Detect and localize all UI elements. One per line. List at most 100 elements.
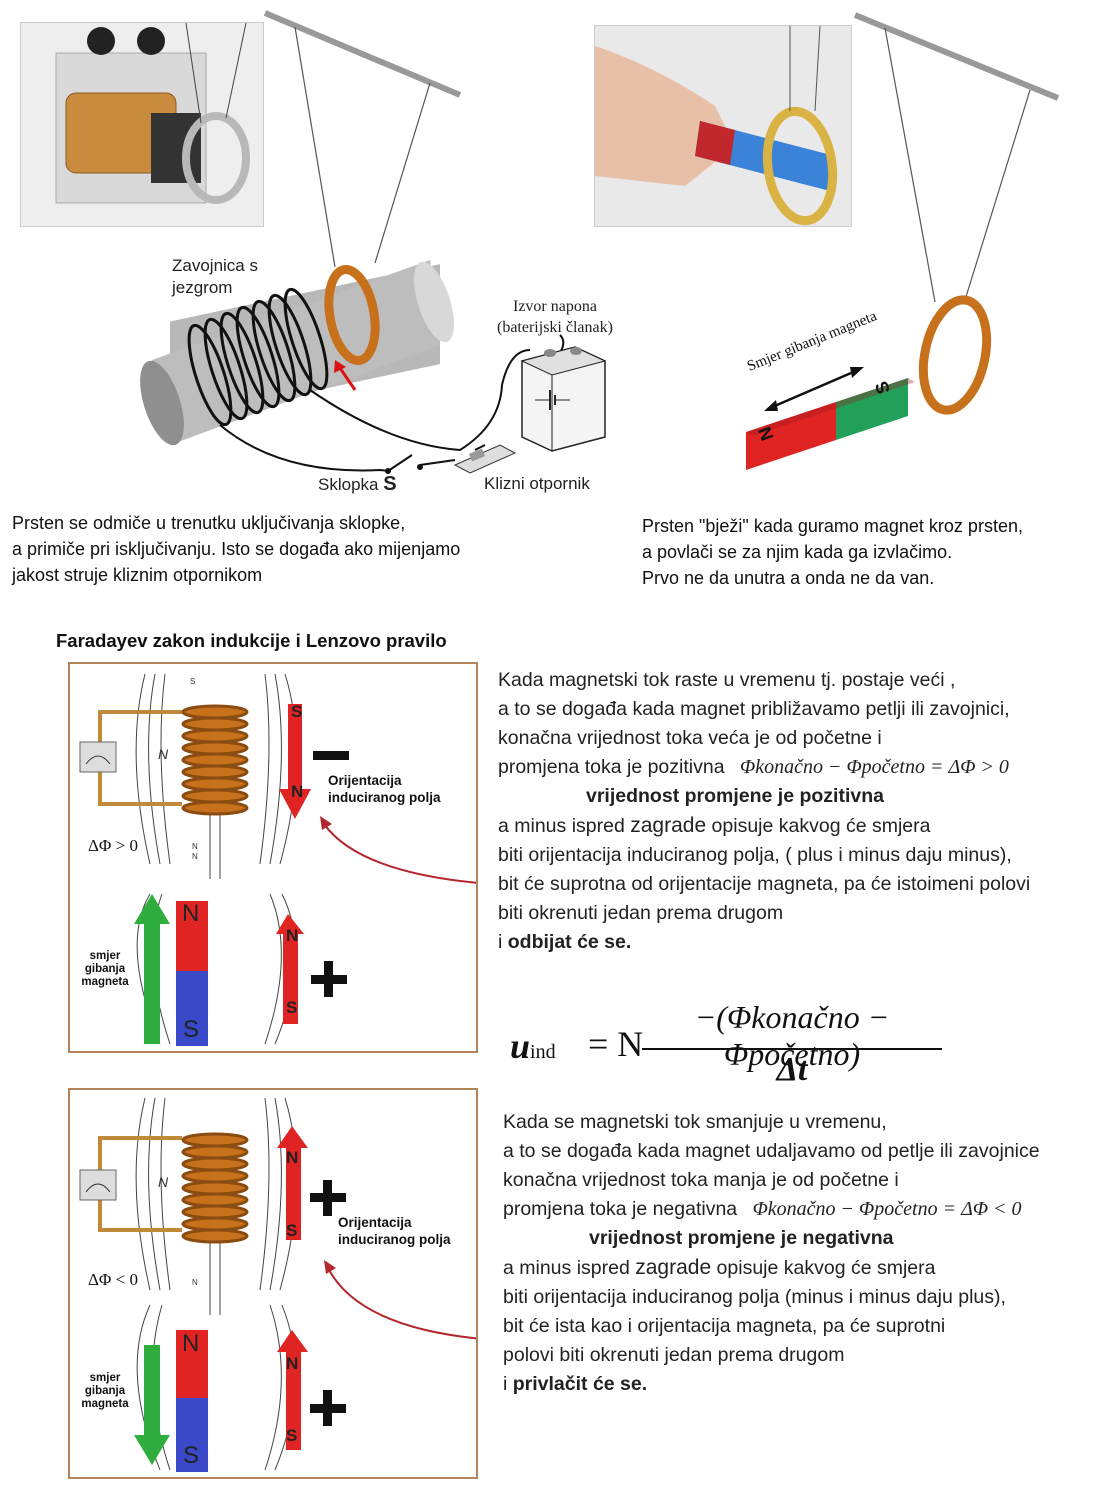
text2-line1: Kada se magnetski tok smanjuje u vremenu… bbox=[503, 1111, 887, 1133]
caption-right-line1: Prsten "bježi" kada guramo magnet kroz p… bbox=[642, 516, 1023, 536]
panel1-motion-line2: gibanja bbox=[84, 963, 126, 975]
text2-line3: konačna vrijednost toka manja je od poče… bbox=[503, 1169, 899, 1191]
panel2-motion-label: smjer gibanja magneta bbox=[78, 1372, 132, 1411]
text2-equation: Φkonačno − Φpočetno = ΔΦ < 0 bbox=[752, 1198, 1022, 1220]
text2-line9b: privlačit će se. bbox=[512, 1373, 648, 1395]
text1-line7: bit će suprotna od orijentacije magneta,… bbox=[498, 873, 1031, 895]
text1-line1: Kada magnetski tok raste u vremenu tj. p… bbox=[498, 669, 956, 691]
coil-windings bbox=[187, 287, 329, 427]
fraction-bar bbox=[642, 1048, 942, 1050]
panel2-motion-line3: magneta bbox=[81, 1398, 129, 1410]
panel1-motion-line3: magneta bbox=[81, 976, 129, 988]
svg-text:N: N bbox=[192, 1278, 198, 1287]
panel2-drawing: N N bbox=[79, 1097, 495, 1472]
plus-sign-icon bbox=[324, 961, 333, 997]
coil-label-line2: jezgrom bbox=[172, 278, 233, 297]
panel2-induced-s: S bbox=[286, 1221, 298, 1240]
pointer-curve bbox=[327, 1267, 495, 1341]
switch-label-text: Sklopka bbox=[318, 475, 379, 494]
copper-ring bbox=[324, 265, 380, 365]
text1-line2: a to se događa kada magnet približavamo … bbox=[498, 698, 1010, 720]
plus-sign-icon bbox=[323, 1180, 332, 1216]
panel2-orient-line2: induciranog polja bbox=[338, 1232, 451, 1247]
text2-line7: bit će ista kao i orijentacija magneta, … bbox=[503, 1315, 946, 1337]
svg-text:N: N bbox=[192, 852, 198, 861]
panel1-orient-n: N bbox=[286, 926, 299, 945]
text2-line5-row: a minus ispred zagrade opisuje kakvog će… bbox=[503, 1253, 1040, 1283]
panel1-magnet-n: N bbox=[182, 900, 200, 927]
panel2-magnet-s: S bbox=[183, 1442, 200, 1469]
svg-text:N: N bbox=[192, 842, 198, 851]
apparatus-photo bbox=[20, 22, 264, 227]
panel1-orient-line1: Orijentacija bbox=[328, 773, 402, 788]
coil-label-line1: Zavojnica s bbox=[172, 256, 258, 275]
panel2-orient-s: S bbox=[286, 1426, 298, 1445]
panel2-orient-label: Orijentacija induciranog polja bbox=[338, 1214, 451, 1248]
text2-line9-row: i privlačit će se. bbox=[503, 1370, 1040, 1399]
text2-line4: promjena toka je negativna bbox=[503, 1198, 738, 1220]
magnet-ring-diagram bbox=[746, 12, 1060, 470]
coil-icon bbox=[181, 1132, 249, 1244]
text1-line5-row: a minus ispred zagrade opisuje kakvog će… bbox=[498, 811, 1030, 841]
text2-line5c: opisuje kakvog će smjera bbox=[711, 1257, 936, 1279]
switch-lever bbox=[387, 454, 413, 472]
panel1-drawing: N S N N bbox=[79, 673, 491, 1046]
caption-right-line2: a povlači se za njim kada ga izvlačimo. bbox=[642, 542, 953, 562]
panel1-delta-label: ΔΦ > 0 bbox=[88, 836, 138, 855]
minus-sign-icon bbox=[313, 751, 349, 760]
faraday-formula: uind = N −(Φkonačno − Φpočetno) Δt bbox=[510, 995, 960, 1095]
support-rod bbox=[263, 10, 462, 98]
panel-increasing-flux: N S N N S N N S N S Orijentacija inducir… bbox=[68, 662, 491, 1053]
formula-eq: = N bbox=[588, 1024, 644, 1064]
panel1-magnet-s: S bbox=[183, 1016, 200, 1043]
formula-numerator: −(Φkonačno − Φpočetno) bbox=[694, 999, 890, 1072]
galvanometer-icon bbox=[79, 1169, 117, 1201]
text1-line9-row: i odbijat će se. bbox=[498, 928, 1030, 957]
panel2-magnet-n: N bbox=[182, 1330, 200, 1357]
text1-line5a: a minus ispred bbox=[498, 815, 631, 837]
panel1-induced-n: N bbox=[291, 782, 304, 801]
formula-sub: ind bbox=[530, 1041, 556, 1063]
caption-left-line2: a primiče pri isključivanju. Isto se dog… bbox=[12, 539, 461, 559]
text1-line9b: odbijat će se. bbox=[507, 931, 632, 953]
text1-line8: biti okrenuti jedan prema drugom bbox=[498, 902, 784, 924]
bar-magnet bbox=[746, 378, 915, 470]
panel2-motion-line1: smjer bbox=[89, 1372, 121, 1384]
formula-denominator: Δt bbox=[776, 1051, 808, 1088]
formula-lhs: uind bbox=[510, 1025, 556, 1067]
text1-line5c: opisuje kakvog će smjera bbox=[706, 815, 931, 837]
copper-ring-right bbox=[918, 295, 992, 415]
panel2-induced-n: N bbox=[286, 1148, 299, 1167]
panel1-motion-line1: smjer bbox=[89, 950, 121, 962]
induced-arrow-up-icon bbox=[277, 1126, 308, 1240]
motion-double-arrow bbox=[764, 367, 864, 411]
text1-line4-row: promjena toka je pozitivna Φkonačno − Φp… bbox=[498, 753, 1030, 782]
panel2-orient-line1: Orijentacija bbox=[338, 1215, 412, 1230]
panel2-delta-label: ΔΦ < 0 bbox=[88, 1270, 138, 1289]
caption-left-line3: jakost struje kliznim otpornikom bbox=[12, 565, 263, 585]
coil-ring-diagram bbox=[140, 10, 607, 474]
caption-right-line3: Prvo ne da unutra a onda ne da van. bbox=[642, 568, 935, 588]
text1-line4: promjena toka je pozitivna bbox=[498, 756, 725, 778]
panel1-orient-s: S bbox=[286, 998, 298, 1017]
galvanometer-icon bbox=[79, 741, 117, 773]
switch-label: Sklopka S bbox=[318, 473, 397, 496]
text1-line3: konačna vrijednost toka veća je od počet… bbox=[498, 727, 882, 749]
caption-left-line1: Prsten se odmiče u trenutku uključivanja… bbox=[12, 513, 406, 533]
text2-line5b: zagrade bbox=[635, 1256, 712, 1279]
text2-line6: biti orijentacija induciranog polja (min… bbox=[503, 1286, 1006, 1308]
coil-label: Zavojnica s jezgrom bbox=[172, 255, 258, 299]
magnet-arrow-up-icon bbox=[277, 1330, 308, 1450]
panel2-motion-line2: gibanja bbox=[84, 1385, 126, 1397]
switch-symbol: S bbox=[383, 473, 397, 495]
panel1-orient-label: Orijentacija induciranog polja bbox=[328, 772, 441, 806]
coil-icon bbox=[181, 704, 249, 816]
formula-u: u bbox=[510, 1026, 531, 1066]
text2-line2: a to se događa kada magnet udaljavamo od… bbox=[503, 1140, 1040, 1162]
svg-text:N: N bbox=[158, 746, 169, 762]
text2-line5a: a minus ispred bbox=[503, 1257, 636, 1279]
arrow-down-icon bbox=[134, 1345, 170, 1465]
panel1-orient-line2: induciranog polja bbox=[328, 790, 441, 805]
text1-heading: vrijednost promjene je pozitivna bbox=[586, 785, 884, 807]
svg-text:S: S bbox=[190, 677, 195, 686]
